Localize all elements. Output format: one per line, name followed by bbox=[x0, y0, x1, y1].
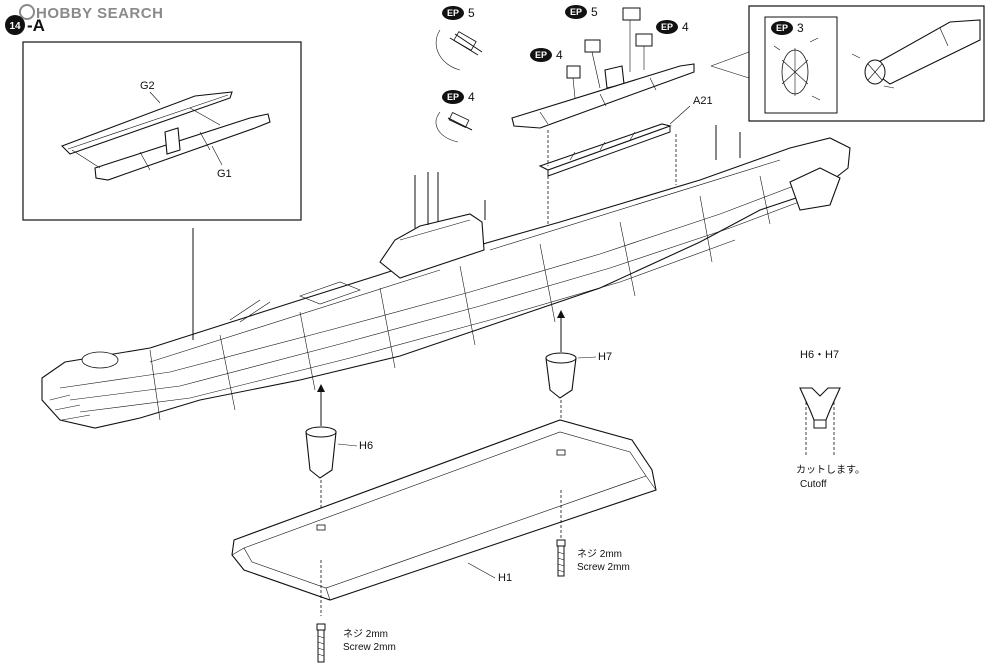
svg-text:5: 5 bbox=[591, 5, 598, 19]
part-label-g1: G1 bbox=[217, 168, 232, 180]
svg-text:EP: EP bbox=[535, 50, 547, 60]
cutoff-jp: カットします。 bbox=[796, 464, 865, 476]
cutoff-note: H6・H7 カットします。 Cutoff bbox=[796, 349, 865, 490]
ep-badge-3-number: 3 bbox=[797, 21, 804, 35]
part-a21: A21 bbox=[538, 95, 713, 225]
svg-text:EP: EP bbox=[447, 92, 459, 102]
ep-badge-4-a: EP 4 bbox=[442, 90, 475, 104]
watermark-brand: HOBBY SEARCH bbox=[36, 5, 163, 22]
ep-part-5-a bbox=[435, 29, 483, 71]
screw-left-jp: ネジ 2mm bbox=[343, 628, 388, 640]
step-marker: 14 -A bbox=[5, 15, 45, 35]
part-h6: H6 bbox=[305, 384, 373, 528]
part-label-h6: H6 bbox=[359, 440, 373, 452]
ep-badge-3-label: EP bbox=[776, 23, 788, 33]
svg-text:5: 5 bbox=[468, 6, 475, 20]
screw-right: ネジ 2mm Screw 2mm bbox=[556, 539, 630, 577]
part-label-g2: G2 bbox=[140, 80, 155, 92]
svg-text:4: 4 bbox=[682, 20, 689, 34]
submarine-hull bbox=[41, 125, 851, 429]
screw-left-en: Screw 2mm bbox=[343, 642, 396, 653]
inset-ep3: EP 3 bbox=[710, 5, 985, 122]
screw-left: ネジ 2mm Screw 2mm bbox=[316, 623, 396, 663]
part-label-a21: A21 bbox=[693, 95, 713, 107]
svg-text:4: 4 bbox=[468, 90, 475, 104]
upper-deck-assembly bbox=[511, 7, 695, 129]
cutoff-en: Cutoff bbox=[800, 479, 827, 490]
svg-text:EP: EP bbox=[447, 8, 459, 18]
svg-text:EP: EP bbox=[570, 7, 582, 17]
step-number: 14 bbox=[9, 21, 21, 32]
ep-badge-5-b: EP 5 bbox=[565, 5, 598, 19]
watermark: HOBBY SEARCH bbox=[19, 4, 163, 22]
step-suffix: -A bbox=[27, 16, 45, 35]
screw-right-jp: ネジ 2mm bbox=[577, 548, 622, 560]
part-label-h7: H7 bbox=[598, 351, 612, 363]
cutoff-title: H6・H7 bbox=[800, 349, 839, 361]
ep-badge-5-a: EP 5 bbox=[442, 6, 475, 20]
ep-part-4-a bbox=[435, 111, 473, 143]
svg-text:4: 4 bbox=[556, 48, 563, 62]
svg-text:EP: EP bbox=[661, 22, 673, 32]
inset-g1-g2: G2 G1 bbox=[22, 41, 302, 221]
screw-right-en: Screw 2mm bbox=[577, 562, 630, 573]
part-h1: H1 bbox=[231, 419, 657, 616]
ep-badge-4-b: EP 4 bbox=[656, 20, 689, 34]
part-label-h1: H1 bbox=[498, 572, 512, 584]
ep-badge-4-c: EP 4 bbox=[530, 48, 563, 62]
